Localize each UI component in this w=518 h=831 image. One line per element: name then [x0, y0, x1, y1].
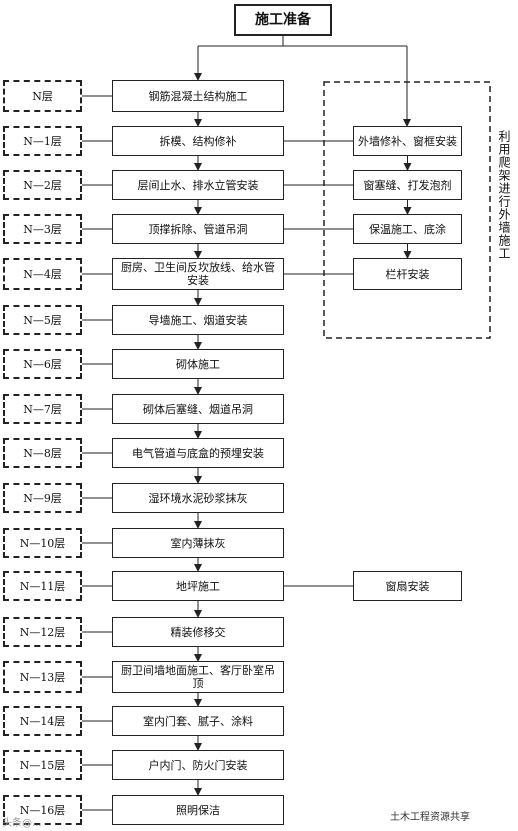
side-step-box: 栏杆安装: [353, 258, 462, 290]
floor-label: N—2层: [3, 170, 82, 200]
step-box: 照明保洁: [112, 795, 284, 825]
step-box: 户内门、防火门安装: [112, 750, 284, 780]
floor-label: N—10层: [3, 528, 82, 558]
floor-label: N—9层: [3, 483, 82, 513]
step-box: 砌体施工: [112, 349, 284, 379]
step-box: 湿环境水泥砂浆抹灰: [112, 483, 284, 513]
side-step-box: 保温施工、底涂: [353, 214, 462, 244]
side-step-box: 窗塞缝、打发泡剂: [353, 170, 462, 200]
watermark-left: 头条@...: [2, 818, 42, 829]
window-step-box: 窗扇安装: [353, 571, 462, 601]
floor-label: N—8层: [3, 438, 82, 468]
floor-label: N—5层: [3, 305, 82, 335]
floor-label: N—15层: [3, 750, 82, 780]
floor-label: N—7层: [3, 394, 82, 424]
step-box: 厨房、卫生间反坎放线、给水管安装: [112, 258, 284, 290]
step-box: 钢筋混凝土结构施工: [112, 80, 284, 112]
floor-label: N—12层: [3, 617, 82, 647]
step-box: 厨卫间墙地面施工、客厅卧室吊顶: [112, 661, 284, 693]
exterior-work-group-frame: [323, 81, 491, 339]
step-box: 地坪施工: [112, 571, 284, 601]
floor-label: N—3层: [3, 214, 82, 244]
construction-prep-title: 施工准备: [234, 4, 332, 36]
step-box: 精装修移交: [112, 617, 284, 647]
step-box: 砌体后塞缝、烟道吊洞: [112, 394, 284, 424]
step-box: 电气管道与底盒的预埋安装: [112, 438, 284, 468]
step-box: 层间止水、排水立管安装: [112, 170, 284, 200]
floor-label: N—14层: [3, 706, 82, 736]
side-step-box: 外墙修补、窗框安装: [353, 126, 462, 156]
step-box: 顶撑拆除、管道吊洞: [112, 214, 284, 244]
watermark-right: 土木工程资源共享: [390, 812, 470, 823]
floor-label: N层: [3, 80, 82, 112]
floor-label: N—13层: [3, 661, 82, 693]
side-group-label: 利用爬架进行外墙施工: [497, 130, 511, 260]
floor-label: N—11层: [3, 571, 82, 601]
step-box: 室内门套、腻子、涂料: [112, 706, 284, 736]
step-box: 室内薄抹灰: [112, 528, 284, 558]
floor-label: N—6层: [3, 349, 82, 379]
step-box: 拆模、结构修补: [112, 126, 284, 156]
floor-label: N—4层: [3, 258, 82, 290]
floor-label: N—16层: [3, 795, 82, 825]
step-box: 导墙施工、烟道安装: [112, 305, 284, 335]
floor-label: N—1层: [3, 126, 82, 156]
